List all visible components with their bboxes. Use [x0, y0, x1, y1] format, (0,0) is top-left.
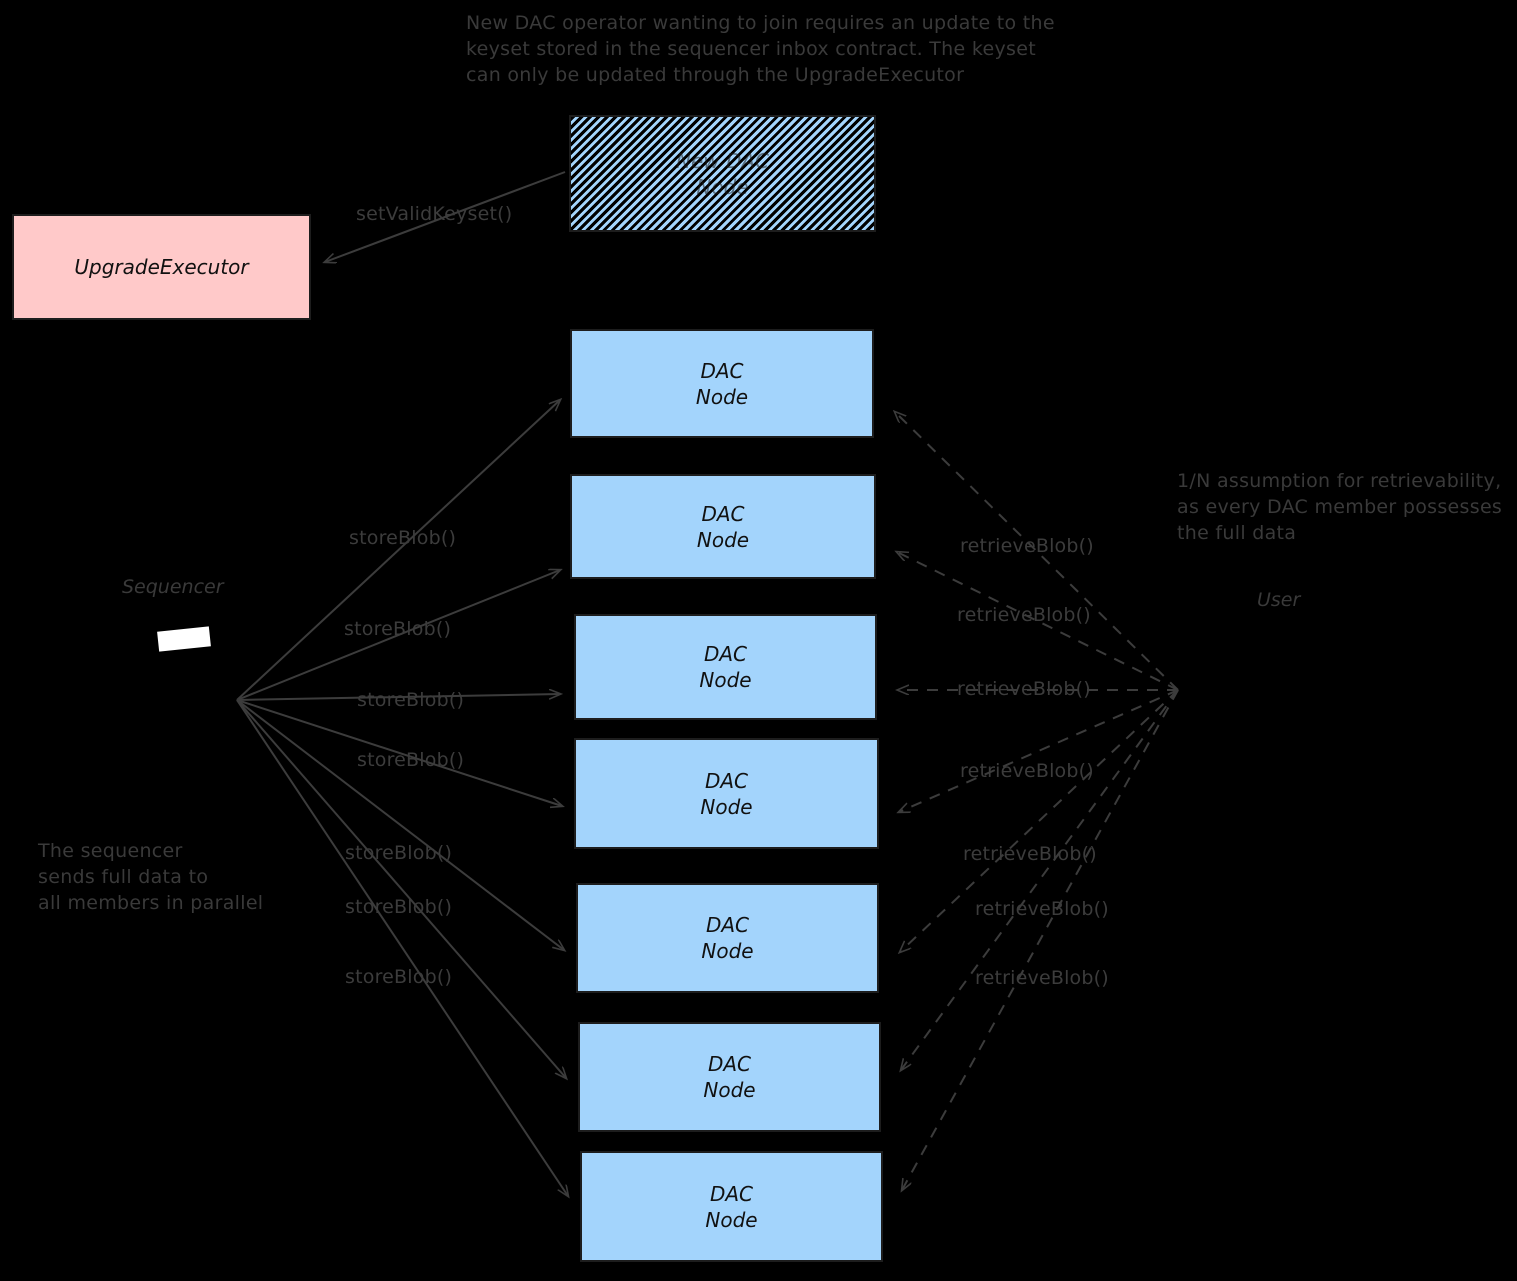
upgrade-executor-box[interactable]: UpgradeExecutor [12, 214, 311, 320]
edge-label-retrieve-blob-6: retrieveBlob() [975, 898, 1109, 920]
edge-store-blob-2 [236, 570, 560, 701]
edge-retrieve-blob-6 [901, 689, 1179, 1070]
edge-label-store-blob-6: storeBlob() [345, 896, 453, 918]
edge-label-store-blob-7: storeBlob() [345, 966, 453, 988]
new-dac-node-box[interactable]: New DAC Node [569, 115, 876, 232]
dac-node-5[interactable]: DAC Node [576, 883, 879, 993]
user-label: User [1257, 589, 1301, 611]
note-retrievability: 1/N assumption for retrievability, as ev… [1177, 470, 1503, 544]
new-dac-node-label: New DAC Node [675, 148, 770, 199]
dac-node-6[interactable]: DAC Node [578, 1022, 881, 1132]
edge-label-store-blob-1: storeBlob() [349, 527, 457, 549]
edge-store-blob-5 [236, 699, 564, 950]
dac-node-4[interactable]: DAC Node [574, 738, 879, 849]
edge-store-blob-6 [236, 699, 566, 1078]
edge-label-retrieve-blob-4: retrieveBlob() [960, 760, 1094, 782]
edge-label-retrieve-blob-1: retrieveBlob() [960, 535, 1094, 557]
dac-node-7-label: DAC Node [705, 1181, 758, 1232]
dac-node-1-label: DAC Node [695, 358, 749, 409]
sequencer-label: Sequencer [122, 576, 224, 598]
edge-label-store-blob-2: storeBlob() [344, 618, 452, 640]
edge-label-retrieve-blob-3: retrieveBlob() [957, 678, 1091, 700]
dac-node-6-label: DAC Node [703, 1052, 756, 1102]
edge-store-blob-7 [236, 699, 568, 1196]
edge-label-set-valid-keyset: setValidKeyset() [356, 203, 513, 225]
edge-store-blob-3 [236, 694, 560, 701]
edge-label-store-blob-4: storeBlob() [357, 749, 465, 771]
note-new-dac-operator: New DAC operator wanting to join require… [466, 12, 1055, 86]
edge-label-retrieve-blob-5: retrieveBlob() [963, 843, 1097, 865]
edge-label-retrieve-blob-2: retrieveBlob() [957, 604, 1091, 626]
edge-set-valid-keyset [325, 171, 566, 262]
dac-node-3-label: DAC Node [699, 642, 752, 692]
note-sequencer-parallel: The sequencer sends full data to all mem… [38, 840, 264, 914]
dac-node-2-label: DAC Node [696, 501, 750, 552]
edge-label-store-blob-3: storeBlob() [357, 689, 465, 711]
edge-retrieve-blob-1 [895, 412, 1179, 691]
dac-node-5-label: DAC Node [701, 913, 754, 963]
edge-store-blob-1 [236, 400, 560, 701]
dac-node-1[interactable]: DAC Node [570, 329, 874, 438]
dac-node-3[interactable]: DAC Node [574, 614, 877, 720]
upgrade-executor-label: UpgradeExecutor [74, 255, 249, 279]
edge-retrieve-blob-2 [897, 552, 1179, 691]
dac-node-2[interactable]: DAC Node [570, 474, 876, 579]
edge-label-retrieve-blob-7: retrieveBlob() [975, 967, 1109, 989]
edge-retrieve-blob-4 [899, 689, 1179, 812]
edge-group-store-blob [236, 400, 568, 1196]
edge-retrieve-blob-7 [902, 689, 1179, 1190]
edge-retrieve-blob-5 [900, 689, 1179, 952]
edge-group-retrieve-blob [895, 412, 1179, 1190]
dac-node-4-label: DAC Node [700, 768, 753, 819]
edge-store-blob-4 [236, 699, 562, 806]
dac-node-7[interactable]: DAC Node [580, 1151, 883, 1262]
edge-label-store-blob-5: storeBlob() [345, 842, 453, 864]
